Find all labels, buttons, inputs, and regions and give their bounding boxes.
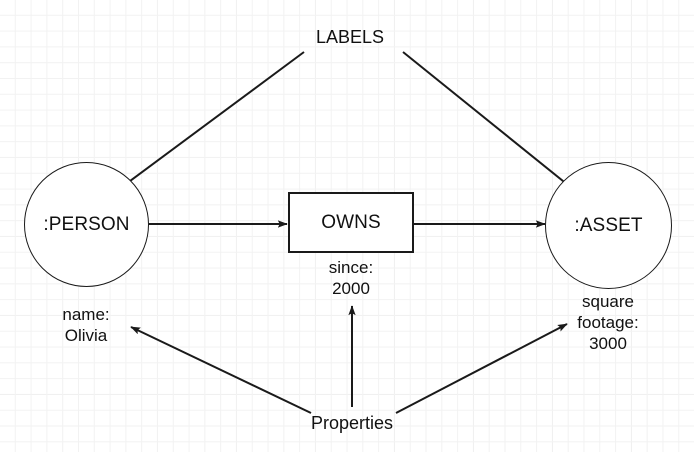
node-person[interactable]: :PERSON <box>24 162 149 287</box>
connector-properties-to-footage <box>395 323 568 414</box>
connector-labels-to-person <box>98 51 305 205</box>
node-asset[interactable]: :ASSET <box>545 162 672 289</box>
caption-person-properties: name: Olivia <box>62 305 110 345</box>
connector-properties-to-name <box>130 326 312 414</box>
node-asset-label: :ASSET <box>574 214 643 236</box>
properties-annotation: Properties <box>310 413 394 433</box>
node-owns-label: OWNS <box>321 211 381 233</box>
caption-owns-properties: since: 2000 <box>328 258 374 298</box>
node-owns[interactable]: OWNS <box>288 192 414 253</box>
labels-annotation: LABELS <box>315 27 385 47</box>
node-person-label: :PERSON <box>43 213 130 235</box>
caption-asset-properties: square footage: 3000 <box>577 292 639 353</box>
